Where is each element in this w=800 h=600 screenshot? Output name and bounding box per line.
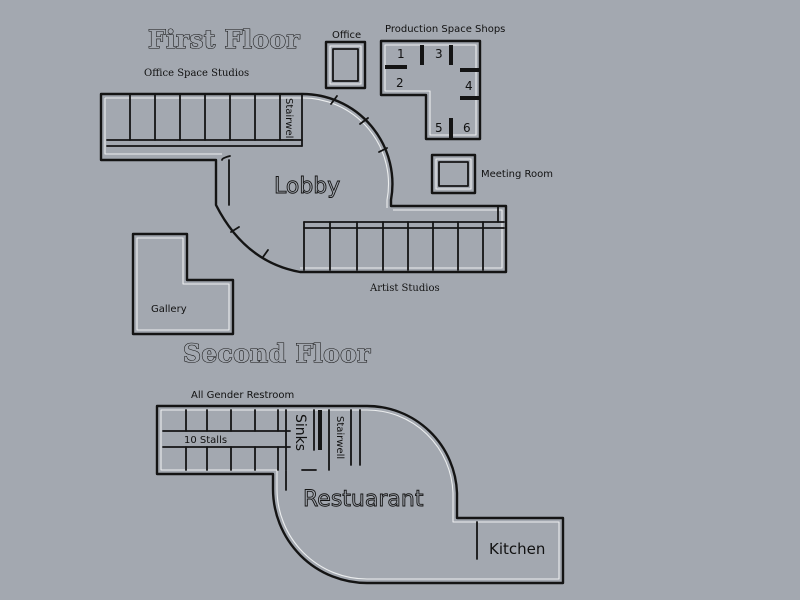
shop-number-6: 6 [463, 121, 471, 135]
sinks-label: Sinks [292, 414, 308, 451]
stairwell-label: Stairwell [283, 98, 294, 141]
shop-number-5: 5 [435, 121, 443, 135]
restaurant-outline [155, 404, 565, 585]
gallery-label: Gallery [151, 304, 187, 315]
shop-number-3: 3 [435, 47, 443, 61]
lobby-label: Lobby [274, 174, 340, 199]
sinks-area [313, 409, 361, 471]
meeting-room [430, 153, 477, 195]
restroom-stalls [162, 409, 291, 471]
office-label: Office [332, 30, 361, 41]
kitchen-label: Kitchen [489, 540, 545, 558]
production-space-shops [379, 39, 482, 141]
second-floor: Second Floor All Gender Restroom 1 [155, 338, 565, 585]
all-gender-restroom-label: All Gender Restroom [191, 390, 294, 401]
second-floor-title: Second Floor [183, 339, 371, 368]
office-space-studios-label: Office Space Studios [144, 68, 249, 79]
first-floor-title: First Floor [148, 25, 300, 54]
office-room [324, 40, 367, 90]
stairwell-2-label: Stairwell [334, 416, 345, 459]
gallery-room [131, 232, 235, 336]
artist-studios-label: Artist Studios [369, 283, 440, 294]
meeting-room-label: Meeting Room [481, 169, 553, 180]
shop-number-2: 2 [396, 76, 404, 90]
shop-number-4: 4 [465, 79, 473, 93]
office-space-studios [99, 92, 508, 274]
shop-number-1: 1 [397, 47, 405, 61]
production-space-shops-label: Production Space Shops [385, 24, 505, 35]
artist-studios [300, 205, 505, 271]
restaurant-label: Restuarant [303, 487, 424, 512]
stalls-label: 10 Stalls [184, 435, 227, 446]
first-floor: First Floor Office Space Studios Stairwe… [99, 24, 553, 336]
